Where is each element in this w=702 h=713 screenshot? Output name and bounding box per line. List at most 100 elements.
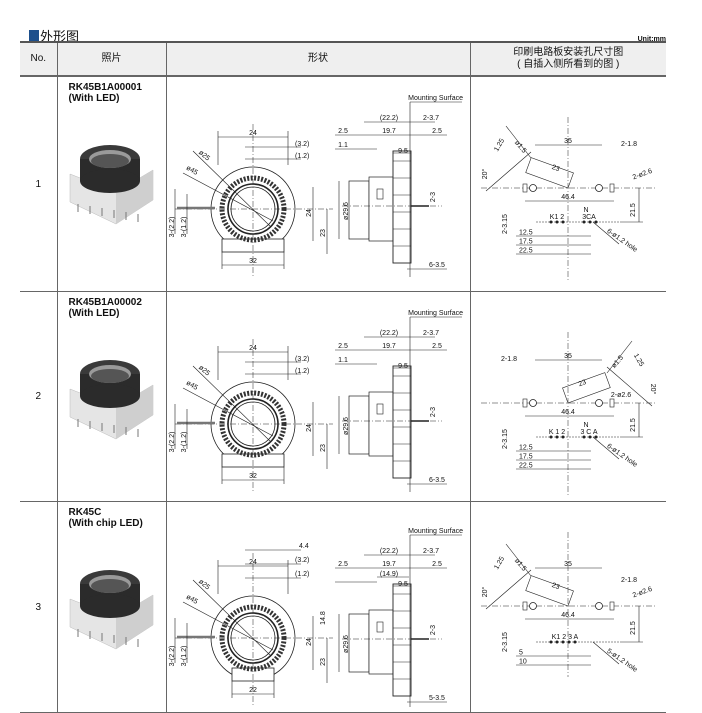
dimension-label: 6-3.5 [429, 477, 445, 484]
pin-hole [549, 435, 552, 439]
photo-ring-bottom [79, 384, 140, 408]
mount-hole [594, 184, 603, 192]
dimension-label: 1.25 [493, 556, 506, 571]
section-title-text: 外形图 [40, 29, 80, 44]
model-variant: (With LED) [68, 308, 120, 319]
photo-ring-hole [90, 369, 129, 383]
dimension-label: 2-1.8 [621, 577, 637, 584]
row-number: 1 [20, 76, 57, 292]
dimension-label: 24 [306, 638, 313, 646]
header-pcb: 印刷电路板安装孔尺寸图( 自插入侧所看到的图 ) [469, 41, 666, 77]
dimension-label: 20° [481, 169, 489, 180]
pin-hole [555, 640, 558, 644]
pin-hole [588, 435, 591, 439]
dimension-label: 2.5 [432, 561, 442, 568]
dimension-label: 32 [249, 473, 257, 480]
led-ring [219, 175, 286, 243]
dimension-label: ø29.6 [343, 202, 350, 220]
dimension-label: 3CA [582, 214, 596, 221]
dimension-label: 14.8 [320, 611, 327, 625]
shape-drawing: 24(3.2)(1.2)ø25ø453-(2.2)3-(1.2)242332Mo… [169, 95, 463, 277]
dimension-label: ø25 [197, 364, 211, 377]
shape-drawing: 244.4(3.2)(1.2)ø25ø453-(2.2)3-(1.2)14.82… [169, 528, 463, 710]
pin-hole [549, 220, 552, 224]
pin-hole [555, 220, 558, 224]
dimension-label: 35 [564, 561, 572, 568]
dimension-label: 22.5 [519, 248, 533, 255]
dimension-label: ø25 [197, 149, 211, 162]
led-ring [219, 390, 286, 458]
pin-hole [594, 220, 597, 224]
product-photo [69, 145, 153, 225]
dimension-label: 24 [306, 209, 313, 217]
model-name: RK45B1A00001 [68, 82, 142, 93]
model-variant: (With LED) [68, 93, 120, 104]
dimension-label: 2-3.15 [502, 632, 509, 652]
dimension-label: ø25 [197, 578, 211, 591]
dimension-label: 21.5 [630, 203, 637, 217]
dimension-label: (1.2) [295, 571, 309, 578]
dimension-label: K1 2 3 A [551, 634, 578, 641]
dimension-label: 2-1.8 [621, 141, 637, 148]
pin-hole [549, 640, 552, 644]
photo-base-side [115, 385, 153, 439]
dimension-label: 3-(2.2) [169, 432, 176, 453]
drawing-line [182, 172, 273, 222]
dimension-label: 1.25 [493, 138, 506, 153]
dimension-label: 6-ø1.2 hole [605, 228, 638, 254]
led-part [376, 621, 383, 633]
dimension-label: 3-(2.2) [169, 646, 176, 667]
dimension-label: (14.9) [379, 571, 397, 578]
pcb-drawing: 352-1.82-ø2.623ø1.51.2520°46.42-3.1521.5… [480, 532, 656, 677]
dimension-label: 23 [550, 582, 560, 591]
row-number: 3 [20, 501, 57, 713]
dimension-label: 4.4 [299, 543, 309, 550]
photo-base-side [115, 595, 153, 649]
housing-middle [368, 176, 393, 242]
product-photo [69, 360, 153, 440]
dimension-label: 23 [320, 444, 327, 452]
drawing-line [592, 221, 619, 245]
pin-hole [582, 435, 585, 439]
dimension-label: 46.4 [561, 194, 575, 201]
dimension-label: (22.2) [379, 330, 397, 337]
section-marker-icon [29, 29, 39, 42]
dimension-label: Mounting Surface [408, 95, 463, 102]
photo-cell: RK45B1A00002(With LED) [56, 291, 166, 502]
product-photo [69, 570, 153, 650]
dimension-label: 24 [306, 424, 313, 432]
dimension-label: 2-3.15 [502, 214, 509, 234]
dimension-label: 2-3 [430, 407, 437, 417]
dimension-label: (3.2) [295, 141, 309, 148]
dimension-label: (3.2) [295, 557, 309, 564]
dimension-label: 2.5 [432, 128, 442, 135]
dimension-label: ø1.5 [512, 557, 526, 572]
led-ring [219, 604, 286, 672]
slot-hole [609, 398, 614, 408]
model-variant: (With chip LED) [68, 518, 143, 529]
dimension-label: 2-ø2.6 [631, 168, 653, 182]
dimension-label: ø1.5 [512, 139, 526, 154]
dimension-label: 5-3.5 [429, 695, 445, 702]
slot-hole [522, 601, 527, 611]
dimension-table: No. 照片 形状 印刷电路板安装孔尺寸图( 自插入侧所看到的图 ) 1 RK4… [20, 41, 666, 713]
dimension-label: 2.5 [432, 343, 442, 350]
dimension-label: (1.2) [295, 153, 309, 160]
pcb-view: 352-1.82-ø2.623ø1.51.2520°46.42-3.1521.5… [480, 532, 656, 677]
pin-hole [588, 220, 591, 224]
dimension-label: N [583, 207, 588, 214]
drawing-line [606, 366, 652, 407]
dimension-label: 2.5 [338, 128, 348, 135]
photo-ring-bottom [79, 169, 140, 193]
knob-cylinder [348, 395, 369, 455]
header-photo: 照片 [56, 41, 166, 77]
led-part [376, 403, 383, 415]
dimension-label: 2-ø2.6 [631, 586, 653, 600]
